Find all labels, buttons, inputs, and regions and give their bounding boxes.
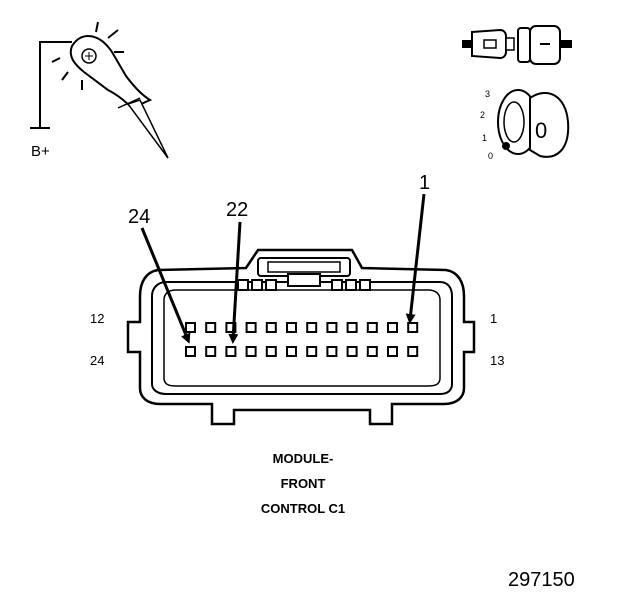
terminal-cavity-13 xyxy=(407,346,419,357)
row-label-13: 13 xyxy=(490,353,504,368)
terminal-cavity-19 xyxy=(286,346,297,357)
caption-line-2: FRONT xyxy=(281,476,326,491)
connector-body xyxy=(126,248,476,426)
terminal-cavity-8 xyxy=(265,322,277,333)
terminal-cavity-24 xyxy=(185,346,196,357)
row-label-24: 24 xyxy=(90,353,104,368)
terminal-cavity-5 xyxy=(326,322,338,333)
terminal-cavity-3 xyxy=(366,322,378,333)
callout-label-1: 1 xyxy=(419,172,430,194)
terminal-cavity-1 xyxy=(407,322,419,333)
caption-line-1: MODULE- xyxy=(273,451,334,466)
terminal-cavity-11 xyxy=(205,322,217,333)
callout-label-24: 24 xyxy=(128,206,150,228)
ignition-position-1: 1 xyxy=(482,133,487,143)
caption-line-3: CONTROL C1 xyxy=(261,501,345,516)
callout-arrow-1 xyxy=(405,193,426,324)
terminal-cavity-6 xyxy=(306,322,318,333)
terminal-cavity-17 xyxy=(326,346,338,357)
terminal-cavity-10 xyxy=(225,322,237,333)
terminal-cavity-20 xyxy=(265,346,277,357)
callout-arrow-24 xyxy=(140,227,191,344)
connector-disconnect-icon xyxy=(462,25,572,65)
ignition-position-0: 0 xyxy=(488,151,493,161)
terminal-cavity-7 xyxy=(286,322,297,333)
row-label-12: 12 xyxy=(90,311,104,326)
row-label-1: 1 xyxy=(490,311,497,326)
terminal-cavity-18 xyxy=(306,346,318,357)
callout-label-22: 22 xyxy=(226,199,248,221)
terminal-cavity-16 xyxy=(346,346,358,357)
terminal-cavity-12 xyxy=(185,322,196,333)
terminal-cavity-15 xyxy=(366,346,378,357)
terminal-cavity-14 xyxy=(387,346,398,357)
ignition-switch-icon xyxy=(497,89,570,158)
terminal-cavities xyxy=(185,322,419,357)
terminal-cavity-23 xyxy=(205,346,217,357)
terminal-cavity-4 xyxy=(346,322,358,333)
test-light-icon xyxy=(30,21,169,159)
figure-number: 297150 xyxy=(508,569,575,591)
terminal-cavity-22 xyxy=(225,346,237,357)
terminal-cavity-9 xyxy=(245,322,257,333)
terminal-cavity-2 xyxy=(387,322,398,333)
b-plus-label: B+ xyxy=(31,143,50,160)
callout-arrow-22 xyxy=(228,221,242,344)
ignition-position-2: 2 xyxy=(480,110,485,120)
ignition-position-3: 3 xyxy=(485,89,490,99)
terminal-cavity-21 xyxy=(245,346,257,357)
ignition-key-label: 0 xyxy=(535,118,547,143)
